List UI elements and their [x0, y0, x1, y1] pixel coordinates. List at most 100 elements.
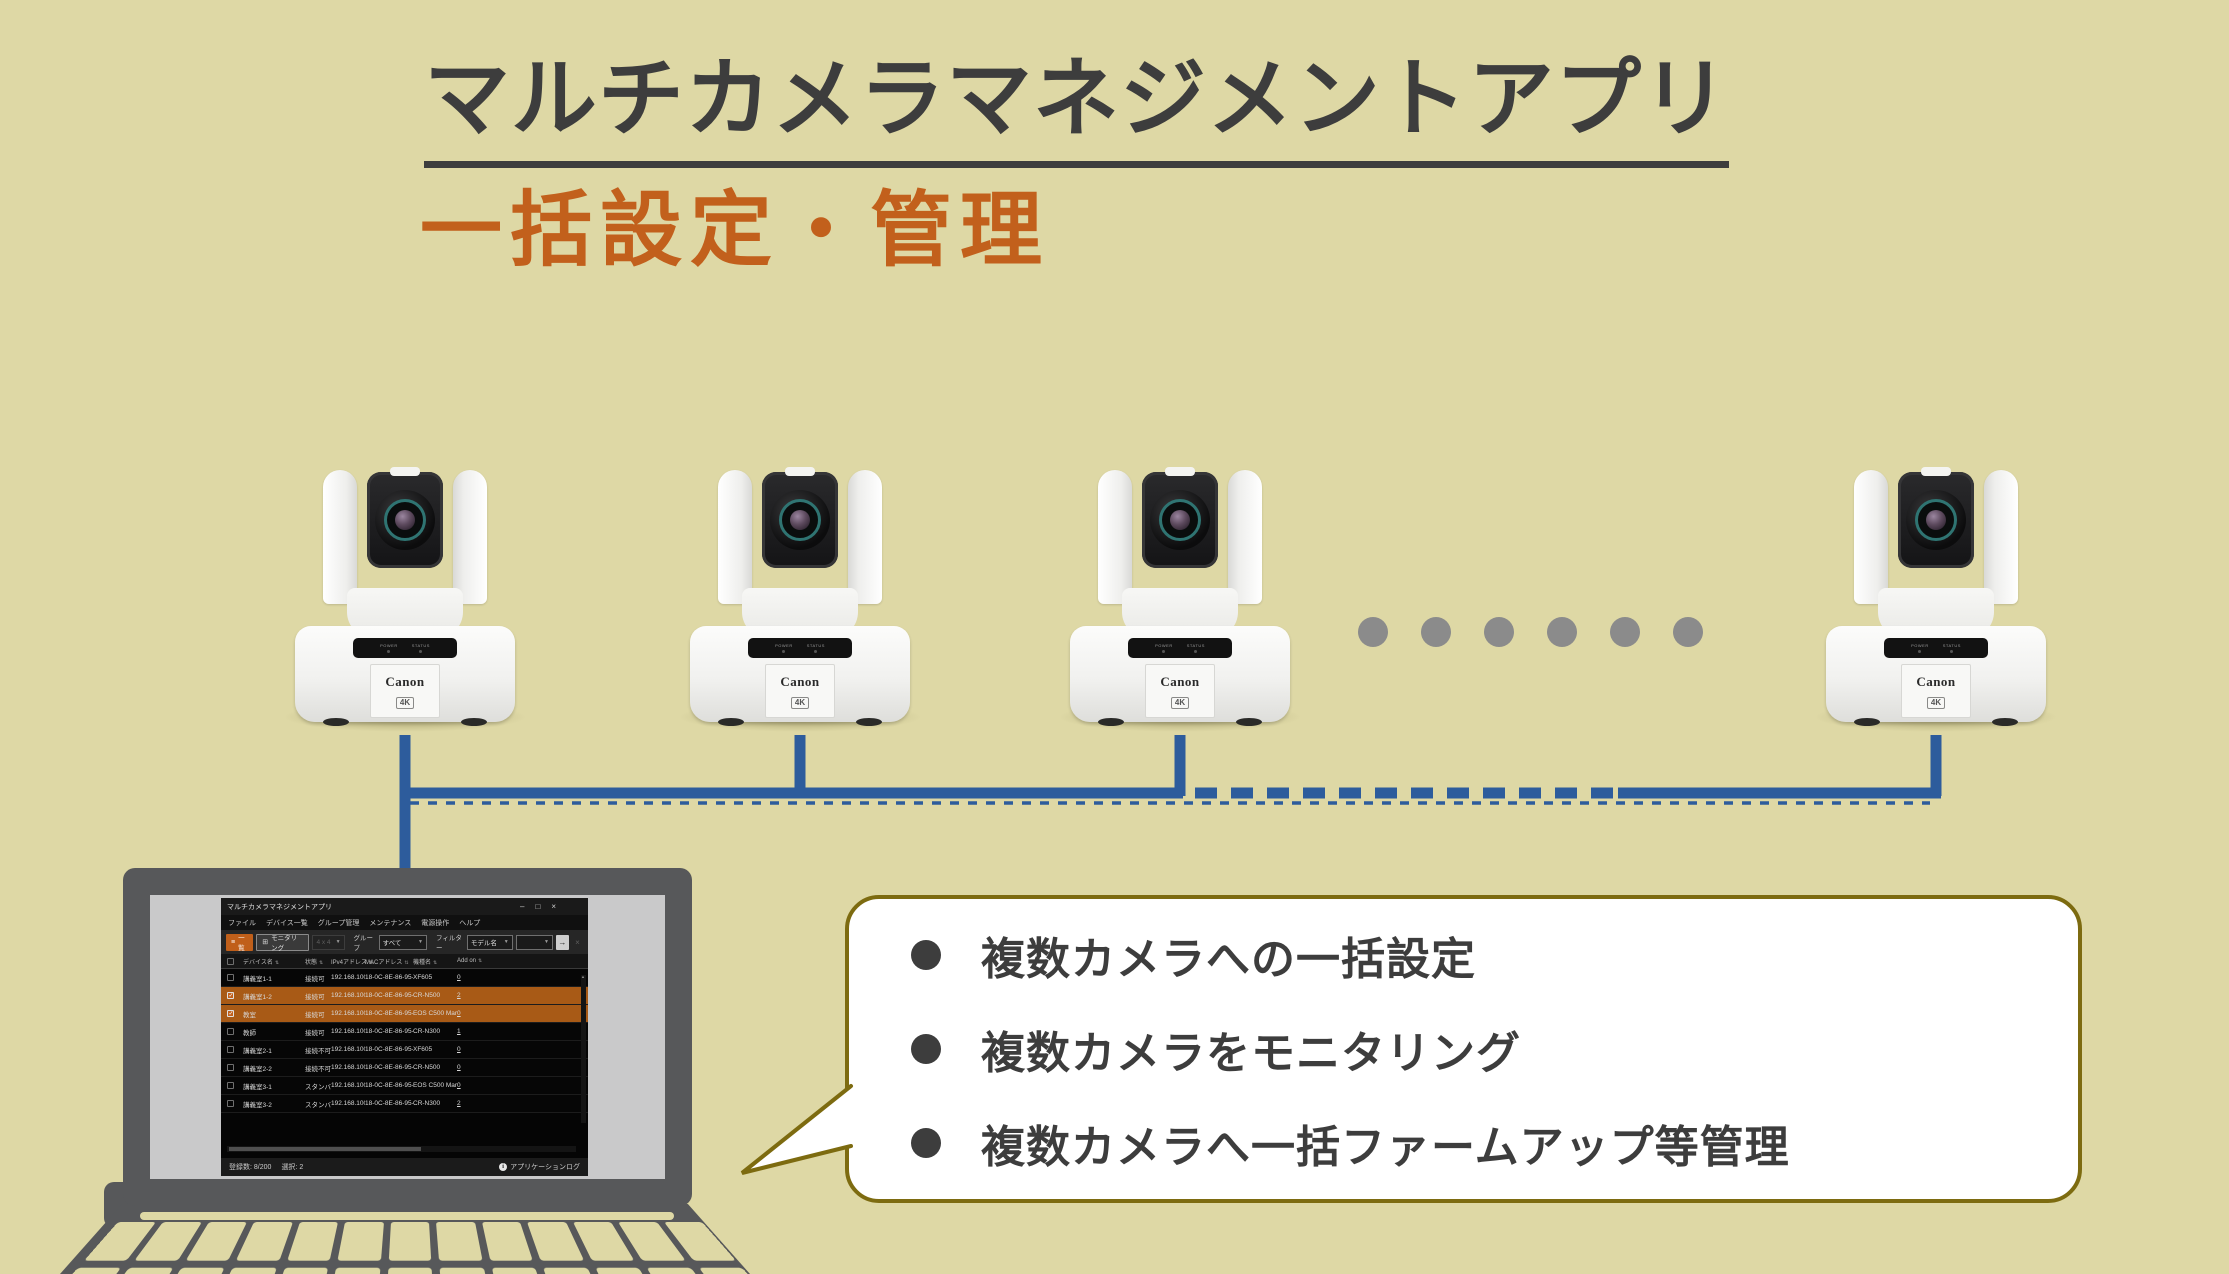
- monitoring-view-button[interactable]: ⊞モニタリング: [256, 933, 310, 952]
- camera-led-strip: POWER STATUS: [748, 638, 852, 658]
- lens-ring: [384, 499, 426, 541]
- camera-arm: [323, 470, 357, 604]
- camera-foot: [856, 718, 882, 726]
- apply-filter-button[interactable]: →: [555, 934, 569, 950]
- row-checkbox[interactable]: [227, 1100, 234, 1107]
- camera-faceplate: Canon 4K: [765, 664, 835, 718]
- camera-4: POWER STATUS Canon 4K: [1814, 467, 2058, 735]
- camera-foot: [718, 718, 744, 726]
- addon-link[interactable]: 0: [457, 1046, 461, 1053]
- canon-logo: Canon: [780, 674, 820, 689]
- close-icon[interactable]: ×: [551, 901, 556, 911]
- column-model[interactable]: 機種名: [413, 957, 457, 966]
- canon-logo: Canon: [385, 674, 425, 689]
- info-icon: i: [499, 1163, 508, 1171]
- status-led: STATUS: [1187, 643, 1205, 653]
- menu-device-list[interactable]: デバイス一覧: [266, 919, 308, 927]
- callout-bubble: 複数カメラへの一括設定 複数カメラをモニタリング 複数カメラへ一括ファームアップ…: [845, 895, 2082, 1203]
- ellipsis-dots: [1358, 617, 1703, 647]
- column-addon[interactable]: Add on: [457, 958, 588, 964]
- row-checkbox[interactable]: [227, 974, 234, 981]
- row-checkbox[interactable]: [227, 1028, 234, 1035]
- row-checkbox[interactable]: [227, 1046, 234, 1053]
- menu-file[interactable]: ファイル: [228, 919, 256, 927]
- row-checkbox-checked[interactable]: [227, 992, 234, 999]
- 4k-badge: 4K: [1170, 697, 1190, 709]
- camera-top-nub: [785, 467, 815, 476]
- camera-faceplate: Canon 4K: [1145, 664, 1215, 718]
- table-row[interactable]: 講義室3-2スタンバイ192.168.100.818-0C-8E-86-95-1…: [221, 1095, 588, 1113]
- addon-link[interactable]: 0: [457, 974, 461, 981]
- menu-help[interactable]: ヘルプ: [459, 919, 481, 927]
- page-subtitle: 一括設定・管理: [420, 185, 1051, 276]
- addon-link[interactable]: 1: [457, 1028, 461, 1035]
- table-row[interactable]: 講義室2-2接続不可192.168.100.618-0C-8E-86-95-15…: [221, 1059, 588, 1077]
- table-row-selected[interactable]: 講義室1-2接続可192.168.100.218-0C-8E-86-95-11C…: [221, 987, 588, 1005]
- group-dropdown[interactable]: すべて▼: [378, 934, 427, 950]
- addon-link[interactable]: 0: [457, 1064, 461, 1071]
- lens-glass: [395, 510, 415, 530]
- power-led: POWER: [1155, 643, 1173, 653]
- camera-base: POWER STATUS Canon 4K: [1070, 626, 1290, 722]
- app-statusbar: 登録数: 8/200 選択: 2 i アプリケーションログ: [221, 1158, 588, 1176]
- power-led: POWER: [380, 643, 398, 653]
- lens-ring: [1159, 499, 1201, 541]
- table-row[interactable]: 講義室2-1接続不可192.168.100.518-0C-8E-86-95-14…: [221, 1041, 588, 1059]
- grid-size-dropdown[interactable]: 4 x 4▼: [312, 934, 345, 950]
- table-row[interactable]: 教師接続可192.168.100.418-0C-8E-86-95-43CR-N3…: [221, 1023, 588, 1041]
- lens-glass: [1170, 510, 1190, 530]
- list-view-button[interactable]: ≡一覧: [226, 933, 254, 952]
- camera-lens: [762, 472, 838, 568]
- lens-glass: [790, 510, 810, 530]
- camera-faceplate: Canon 4K: [1901, 664, 1971, 718]
- filter-value-dropdown[interactable]: ▼: [515, 934, 553, 950]
- row-checkbox-checked[interactable]: [227, 1010, 234, 1017]
- addon-link[interactable]: 0: [457, 1010, 461, 1017]
- horizontal-scrollbar[interactable]: [227, 1146, 576, 1152]
- vertical-scrollbar[interactable]: [581, 974, 586, 1123]
- registered-count-label: 登録数: 8/200: [229, 1164, 272, 1171]
- camera-base: POWER STATUS Canon 4K: [295, 626, 515, 722]
- dot: [1673, 617, 1703, 647]
- app-window-title: マルチカメラマネジメントアプリ: [227, 903, 332, 911]
- chevron-down-icon: ▼: [418, 939, 423, 945]
- filter-dropdown[interactable]: モデル名▼: [466, 934, 513, 950]
- table-row[interactable]: 講義室3-1スタンバイ192.168.100.718-0C-8E-86-95-7…: [221, 1077, 588, 1095]
- column-status[interactable]: 状態: [305, 957, 331, 966]
- row-checkbox[interactable]: [227, 1064, 234, 1071]
- column-ipv4[interactable]: IPv4アドレス: [331, 957, 367, 966]
- camera-top-nub: [1921, 467, 1951, 476]
- select-all-checkbox[interactable]: [227, 957, 234, 965]
- bullet-text: 複数カメラをモニタリング: [981, 1029, 1521, 1078]
- addon-link[interactable]: 2: [457, 992, 461, 999]
- row-checkbox[interactable]: [227, 1082, 234, 1089]
- menu-maintenance[interactable]: メンテナンス: [369, 919, 412, 927]
- scrollbar-thumb[interactable]: [229, 1147, 421, 1151]
- maximize-icon[interactable]: □: [535, 901, 541, 911]
- camera-led-strip: POWER STATUS: [1884, 638, 1988, 658]
- group-label: グループ: [353, 935, 374, 952]
- status-led: STATUS: [412, 643, 430, 653]
- camera-arm: [1984, 470, 2018, 604]
- addon-link[interactable]: 2: [457, 1100, 461, 1107]
- bullet-icon: [911, 1128, 941, 1158]
- camera-arm: [1228, 470, 1262, 604]
- clear-filter-button[interactable]: ×: [575, 937, 580, 947]
- lens-barrel: [375, 490, 435, 550]
- dot: [1610, 617, 1640, 647]
- camera-faceplate: Canon 4K: [370, 664, 440, 718]
- selected-count-label: 選択: 2: [281, 1164, 304, 1171]
- menu-power[interactable]: 電源操作: [421, 919, 450, 927]
- column-device-name[interactable]: デバイス名: [243, 957, 305, 966]
- app-toolbar: ≡一覧 ⊞モニタリング 4 x 4▼ グループ すべて▼ フィルター モデル名▼…: [221, 930, 588, 954]
- menu-group-management[interactable]: グループ管理: [317, 919, 360, 927]
- camera-arm: [1098, 470, 1132, 604]
- application-log-button[interactable]: i アプリケーションログ: [499, 1162, 580, 1172]
- table-row[interactable]: 講義室1-1接続可192.168.100.118-0C-8E-86-95-55X…: [221, 969, 588, 987]
- minimize-icon[interactable]: –: [520, 901, 525, 911]
- chevron-down-icon: ▼: [543, 939, 549, 945]
- addon-link[interactable]: 0: [457, 1082, 461, 1089]
- column-mac[interactable]: MACアドレス: [365, 957, 413, 966]
